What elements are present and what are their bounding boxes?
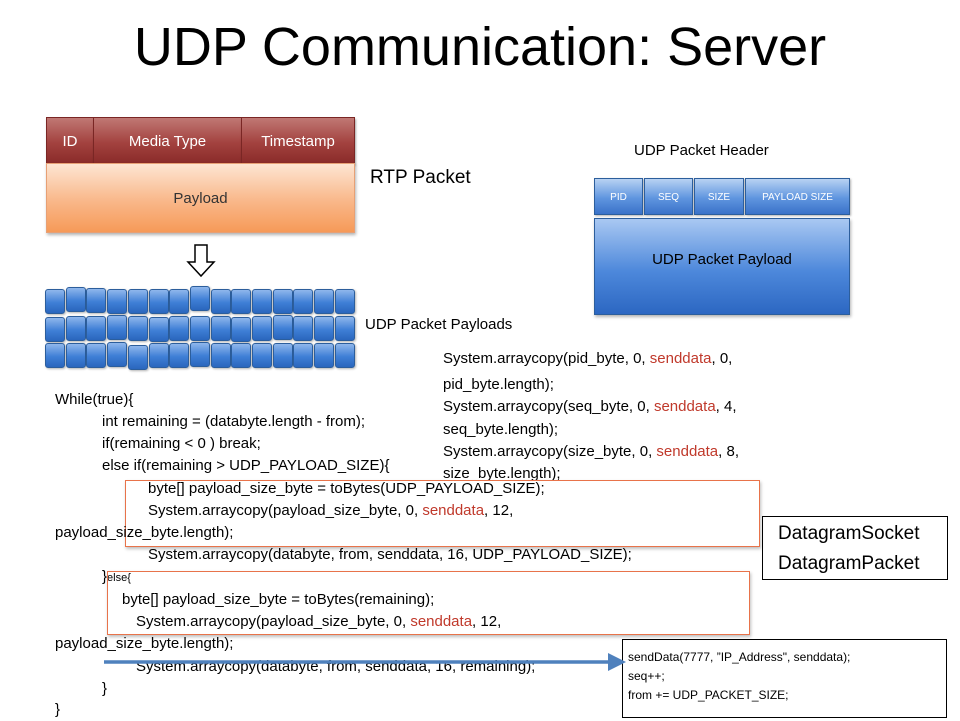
udp-payload-cell [293,316,314,341]
rtp-field-timestamp: Timestamp [241,117,355,164]
udp-payloads-label: UDP Packet Payloads [365,316,513,333]
udp-payload-cell [252,316,272,341]
send-arrow-icon [104,653,626,671]
rtp-field-id: ID [46,117,94,164]
code-highlight-box-1 [125,480,760,547]
udp-payload-cell [189,286,210,311]
udp-payload-cell [45,343,65,368]
code-pid-copy: System.arraycopy(pid_byte, 0, senddata, … [443,350,733,367]
udp-payload-cell [272,315,293,340]
udp-payload-cell [127,345,148,370]
code-size-length-2: payload_size_byte.length); [55,635,234,652]
code-payload-size-1: byte[] payload_size_byte = toBytes(UDP_P… [148,480,545,497]
udp-payload-cell [65,316,86,341]
udp-payload-cell [314,343,335,368]
code-else: }else{ [102,568,131,585]
udp-payload-cell [272,289,293,314]
code-pid-length: pid_byte.length); [443,376,554,393]
udp-payload-cell [65,287,86,312]
udp-payload-cell [314,289,335,314]
udp-field-seq: SEQ [644,178,693,215]
udp-field-pid: PID [594,178,643,215]
udp-payload-cell [272,343,293,368]
rtp-payload: Payload [46,163,355,233]
udp-payload-cell [107,289,128,314]
udp-payload-cell [169,343,190,368]
udp-payload-cell [334,343,355,368]
datagram-socket-label: DatagramSocket [778,523,920,544]
udp-payload-cell [252,289,272,314]
udp-payload-cell [86,288,107,313]
udp-payload-cell [148,343,169,368]
udp-payload-cell [148,317,169,342]
udp-payload-cell [231,343,252,368]
udp-payload-cell [231,289,252,314]
udp-header-label: UDP Packet Header [634,142,769,159]
code-arraycopy-size-2: System.arraycopy(payload_size_byte, 0, s… [136,613,502,630]
code-size-length-1: payload_size_byte.length); [55,524,234,541]
udp-field-size: SIZE [694,178,744,215]
udp-payload-cell [45,289,65,314]
slide-title: UDP Communication: Server [133,17,827,77]
udp-payload-cell [45,317,65,342]
udp-packet-payload: UDP Packet Payload [594,218,850,315]
udp-payload-cell [252,343,272,368]
code-break: if(remaining < 0 ) break; [102,435,261,452]
code-payload-size-2: byte[] payload_size_byte = toBytes(remai… [122,591,435,608]
code-size-length: size_byte.length); [443,465,561,482]
udp-payload-cell [334,289,355,314]
udp-payload-cell [189,342,210,367]
datagram-packet-label: DatagramPacket [778,553,920,574]
seq-increment: seq++; [628,669,665,683]
udp-payload-cell [210,289,231,314]
udp-payload-cell [169,289,190,314]
code-remaining: int remaining = (databyte.length - from)… [102,413,366,430]
code-seq-length: seq_byte.length); [443,421,559,438]
rtp-field-media-type: Media Type [93,117,242,164]
code-close-else: } [102,680,108,697]
from-increment: from += UDP_PACKET_SIZE; [628,688,789,702]
udp-payload-cell [334,316,355,341]
udp-payload-cell [127,316,148,341]
udp-payload-cell [65,343,86,368]
udp-field-payload-size: PAYLOAD SIZE [745,178,850,215]
udp-payload-cell [293,289,314,314]
udp-payload-cell [314,316,335,341]
udp-payload-cell [169,316,190,341]
udp-payload-cell [189,316,210,341]
udp-payload-cell [210,343,231,368]
udp-payload-cell [231,317,252,342]
udp-payload-cell [127,289,148,314]
code-while: While(true){ [55,391,134,408]
udp-payload-cell [107,315,128,340]
send-data-call: sendData(7777, ”IP_Address", senddata); [628,650,851,664]
udp-payload-cell [148,289,169,314]
udp-payload-cell [107,342,128,367]
datagram-box [762,516,948,580]
code-seq-copy: System.arraycopy(seq_byte, 0, senddata, … [443,398,737,415]
code-arraycopy-data-1: System.arraycopy(databyte, from, senddat… [148,546,632,563]
rtp-packet-label: RTP Packet [370,167,471,188]
code-else-if: else if(remaining > UDP_PAYLOAD_SIZE){ [102,457,390,474]
code-arraycopy-size-1: System.arraycopy(payload_size_byte, 0, s… [148,502,514,519]
code-highlight-box-2 [107,571,750,635]
udp-payload-cell [293,343,314,368]
udp-payload-cell [86,316,107,341]
code-size-copy: System.arraycopy(size_byte, 0, senddata,… [443,443,740,460]
down-arrow-icon [186,244,216,278]
send-data-box [622,639,947,718]
code-close-while: } [55,701,61,718]
udp-payload-cell [86,343,107,368]
udp-payload-cell [210,316,231,341]
